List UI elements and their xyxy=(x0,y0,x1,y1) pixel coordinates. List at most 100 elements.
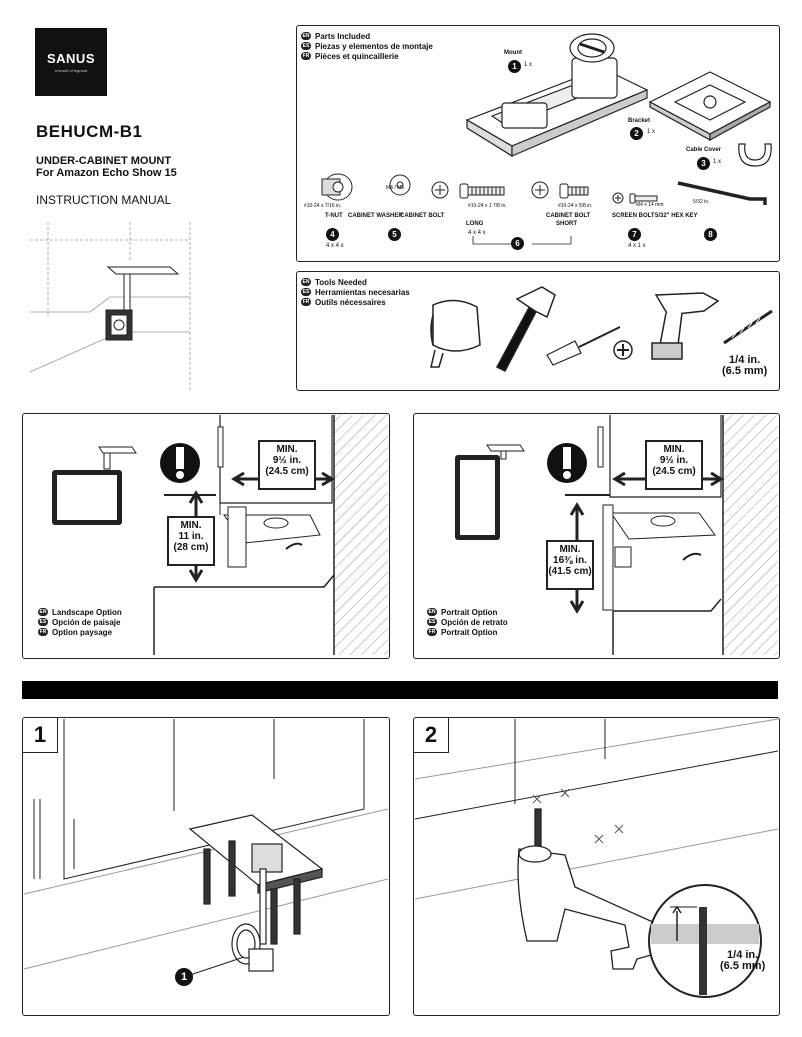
product-title-line1: UNDER-CABINET MOUNT xyxy=(36,155,172,167)
landscape-vertical-clearance: MIN. 11 in. (28 cm) xyxy=(167,516,215,566)
long-bolt-size: #10-24 x 1 7/8 in. xyxy=(468,203,507,209)
lang-fr-badge: FR xyxy=(38,628,48,636)
tape-measure-icon xyxy=(430,299,481,368)
mount-label: Mount xyxy=(504,50,522,56)
product-title: UNDER-CABINET MOUNT For Amazon Echo Show… xyxy=(36,155,177,179)
cable-cover-label: Cable Cover xyxy=(686,147,722,153)
landscape-vert-min: MIN. xyxy=(180,520,202,531)
lang-en-badge: EN xyxy=(301,278,311,286)
lang-es-badge: ES xyxy=(301,42,311,50)
cable-cover-illustration xyxy=(738,143,772,167)
portrait-horiz-in: 9½ in. xyxy=(659,455,689,466)
landscape-horiz-in: 9½ in. xyxy=(272,455,302,466)
cable-cover-qty: 1 x xyxy=(713,159,722,165)
step-2-drill-mm: (6.5 mm) xyxy=(720,960,766,972)
portrait-labels: EN Portrait Option ES Opción de retrato FR… xyxy=(427,607,508,637)
step-2-panel: 2 xyxy=(413,717,780,1016)
step-1-illustration xyxy=(23,719,389,976)
parts-heading-es: Piezas y elementos de montaje xyxy=(315,41,433,51)
step-2-drill-size: 1/4 in. (6.5 mm) xyxy=(720,950,765,972)
step-2-drill-in: 1/4 in. xyxy=(727,949,759,961)
step-1-callout-1: 1 xyxy=(175,968,193,986)
portrait-horiz-min: MIN. xyxy=(663,444,685,455)
portrait-vert-cm: (41.5 cm) xyxy=(548,566,592,577)
screen-bolt-label: SCREEN BOLT xyxy=(612,213,655,219)
step-1-number: 1 xyxy=(23,718,58,753)
landscape-label-fr: Option paysage xyxy=(52,627,113,637)
parts-heading: EN Parts Included ES Piezas y elementos de… xyxy=(301,31,433,61)
landscape-horizontal-clearance: MIN. 9½ in. (24.5 cm) xyxy=(258,440,316,490)
tnut-label: T-NUT xyxy=(325,213,343,219)
portrait-vert-min: MIN. xyxy=(559,544,581,555)
tnut-qty: 4 x 4 x xyxy=(326,243,344,249)
drill-bit-size: 1/4 in. (6.5 mm) xyxy=(722,355,767,377)
drill-bit-icon xyxy=(723,309,773,345)
portrait-horiz-cm: (24.5 cm) xyxy=(652,466,696,477)
short-bolt-size: #10-24 x 5/8 in. xyxy=(558,203,593,209)
section-divider-bar xyxy=(22,681,778,699)
landscape-vert-cm: (28 cm) xyxy=(173,542,209,553)
lang-fr-badge: FR xyxy=(427,628,437,636)
tools-needed-panel xyxy=(296,271,780,391)
parts-heading-en: Parts Included xyxy=(315,31,371,41)
bracket-label: Bracket xyxy=(628,118,651,124)
portrait-scene xyxy=(455,415,778,655)
mount-qty: 1 x xyxy=(524,62,533,68)
landscape-option-panel xyxy=(22,413,390,659)
part-number-7: 7 xyxy=(628,228,641,241)
lang-en-badge: EN xyxy=(427,608,437,616)
screwdriver-icon xyxy=(546,326,633,366)
cabinet-bolt-label-2: CABINET BOLT xyxy=(546,213,591,219)
lang-en-badge: EN xyxy=(38,608,48,616)
portrait-vertical-clearance: MIN. 16⅜ in. (41.5 cm) xyxy=(546,540,594,590)
brand-name: SANUS xyxy=(46,51,95,66)
part-number-2: 2 xyxy=(630,127,643,140)
parts-heading-fr: Pièces et quincaillerie xyxy=(315,51,399,61)
landscape-horiz-cm: (24.5 cm) xyxy=(265,466,309,477)
drill-icon xyxy=(651,292,720,360)
cover-illustration xyxy=(29,222,191,392)
landscape-horiz-min: MIN. xyxy=(276,444,298,455)
lang-en-badge: EN xyxy=(301,32,311,40)
drill-bit-mm: (6.5 mm) xyxy=(722,365,768,377)
document-type: INSTRUCTION MANUAL xyxy=(36,193,172,207)
lang-es-badge: ES xyxy=(301,288,311,296)
hex-key-size: 5/32 in. xyxy=(693,199,710,205)
long-bolt-qty: 4 x 4 x xyxy=(468,230,486,236)
landscape-vert-in: 11 in. xyxy=(178,531,204,542)
lang-fr-badge: FR xyxy=(301,52,311,60)
tools-heading-fr: Outils nécessaires xyxy=(315,297,386,307)
tools-heading-en: Tools Needed xyxy=(315,277,367,287)
mount-illustration xyxy=(465,33,649,158)
landscape-label-en: Landscape Option xyxy=(52,607,122,617)
washer-size: M4 / M5 xyxy=(386,185,405,191)
portrait-label-es: Opción de retrato xyxy=(441,617,508,627)
screen-bolt-qty: 4 x 1 x xyxy=(628,243,646,249)
hammer-icon xyxy=(495,286,556,373)
step-2-number: 2 xyxy=(414,718,449,753)
part-number-3: 3 xyxy=(697,157,710,170)
long-label: LONG xyxy=(466,221,484,227)
parts-included-panel xyxy=(296,25,780,262)
sanus-logo: SANUS a brand of legrand xyxy=(35,28,107,96)
short-label: SHORT xyxy=(556,221,577,227)
lang-es-badge: ES xyxy=(38,618,48,626)
part-number-5: 5 xyxy=(388,228,401,241)
cabinet-bolt-label: CABINET BOLT xyxy=(400,213,445,219)
washer-label: CABINET WASHER xyxy=(348,213,403,219)
portrait-vert-in: 16⅜ in. xyxy=(553,555,587,566)
lang-es-badge: ES xyxy=(427,618,437,626)
part-number-1: 1 xyxy=(508,60,521,73)
part-number-8: 8 xyxy=(704,228,717,241)
drill-bit-in: 1/4 in. xyxy=(729,354,761,366)
bolt-bracket-line xyxy=(472,236,572,245)
product-title-line2: For Amazon Echo Show 15 xyxy=(36,167,177,179)
part-number-4: 4 xyxy=(326,228,339,241)
lang-fr-badge: FR xyxy=(301,298,311,306)
bracket-illustration xyxy=(648,71,772,142)
portrait-label-en: Portrait Option xyxy=(441,607,498,617)
part-number-6: 6 xyxy=(511,237,524,250)
step-2-illustration xyxy=(414,718,779,998)
